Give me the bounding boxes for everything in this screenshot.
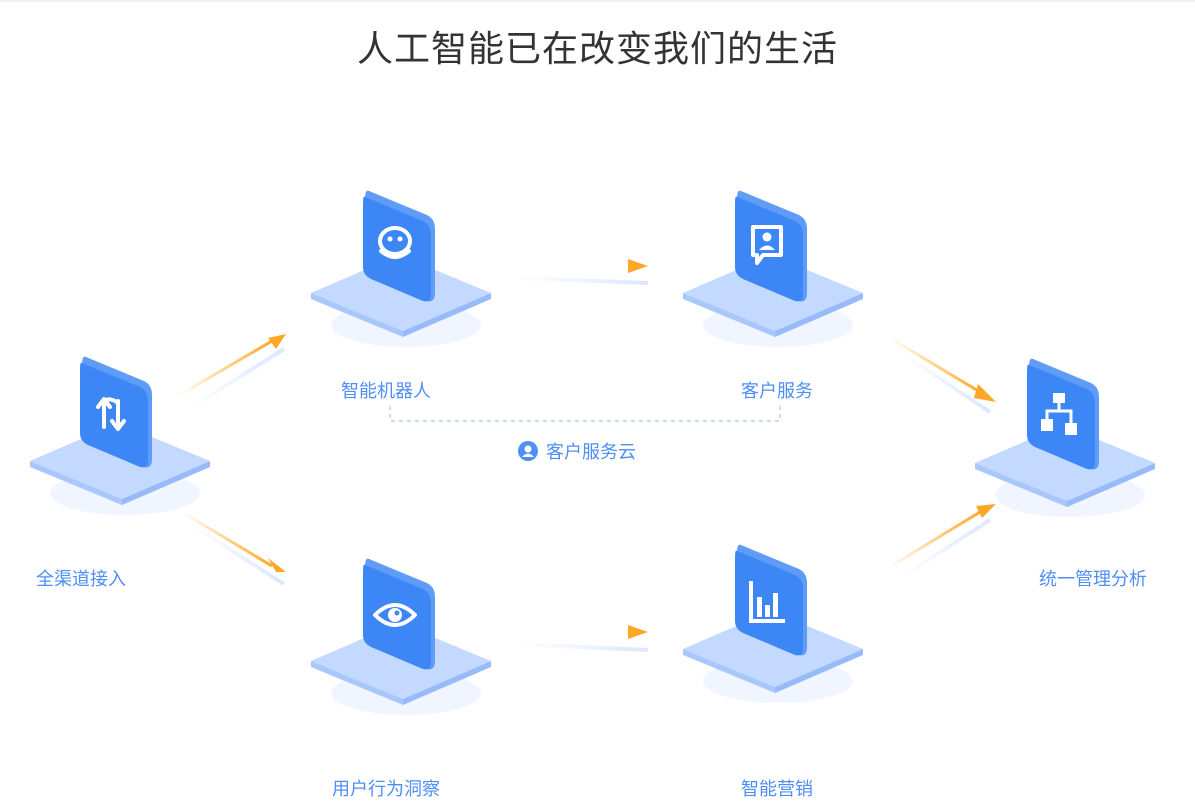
cloud-bracket	[389, 406, 781, 422]
eye-icon	[373, 597, 417, 633]
top-divider	[0, 0, 1195, 2]
label-robot: 智能机器人	[341, 381, 431, 402]
label-analysis: 统一管理分析	[1039, 569, 1147, 590]
arrow-marketing-to-analysis	[887, 504, 996, 580]
node-robot	[311, 185, 491, 365]
swap-arrows-icon	[94, 391, 128, 435]
arrow-insight-to-marketing	[514, 625, 649, 652]
arrow-service-to-analysis	[889, 336, 996, 414]
node-channel	[30, 353, 210, 533]
arrow-robot-to-service	[514, 259, 649, 285]
cloud-label-text: 客户服务云	[546, 442, 636, 463]
robot-icon	[375, 223, 415, 267]
label-channel: 全渠道接入	[36, 569, 126, 590]
arrow-channel-to-robot	[177, 334, 286, 410]
label-insight: 用户行为洞察	[332, 779, 440, 800]
flowchart-icon	[1039, 391, 1079, 439]
arrow-channel-to-insight	[181, 510, 286, 586]
node-marketing	[683, 541, 863, 721]
node-insight	[311, 553, 491, 733]
user-circle-icon	[518, 441, 538, 461]
page-title: 人工智能已在改变我们的生活	[356, 29, 838, 70]
node-service	[683, 185, 863, 365]
label-marketing: 智能营销	[741, 779, 813, 800]
node-analysis	[975, 355, 1155, 535]
customer-service-icon	[749, 223, 785, 267]
customer-service-cloud: 客户服务云	[518, 440, 636, 463]
label-service: 客户服务	[741, 381, 813, 402]
bar-chart-icon	[747, 577, 787, 625]
